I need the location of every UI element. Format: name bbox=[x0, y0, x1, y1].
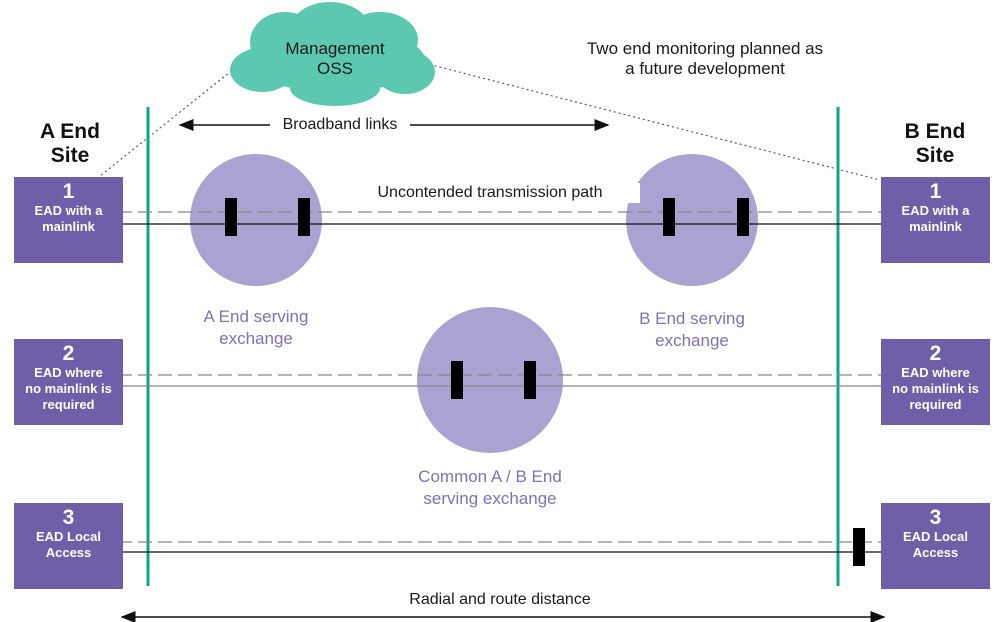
a-site-2: 2 EAD where no mainlink is required bbox=[14, 339, 123, 425]
equipment-block bbox=[298, 198, 310, 236]
common-exchange-circle bbox=[417, 307, 563, 453]
b-site-3: 3 EAD Local Access bbox=[881, 503, 990, 589]
equipment-block bbox=[451, 361, 463, 399]
a-end-exchange-label: A End serving exchange bbox=[203, 307, 309, 348]
common-exchange-label: Common A / B End serving exchange bbox=[418, 467, 562, 508]
oss-link-a-dotted bbox=[99, 51, 256, 177]
a-site-3: 3 EAD Local Access bbox=[14, 503, 123, 589]
b-end-exchange-circle bbox=[626, 154, 758, 286]
a-end-exchange-circle bbox=[190, 154, 322, 286]
b-end-exchange-label: B End serving exchange bbox=[639, 309, 745, 350]
management-oss-label: Management OSS bbox=[285, 39, 385, 78]
broadband-links-label: Broadband links bbox=[275, 115, 405, 135]
equipment-block bbox=[663, 198, 675, 236]
oss-link-b-dotted bbox=[419, 61, 881, 181]
b-site-2: 2 EAD where no mainlink is required bbox=[881, 339, 990, 425]
equipment-block bbox=[524, 361, 536, 399]
equipment-block bbox=[737, 198, 749, 236]
b-site-1: 1 EAD with a mainlink bbox=[881, 177, 990, 263]
a-end-site-title: A End Site bbox=[40, 120, 100, 167]
path-label: Uncontended transmission path bbox=[340, 183, 640, 203]
equipment-block bbox=[853, 528, 865, 566]
distance-label: Radial and route distance bbox=[409, 591, 591, 608]
management-oss-cloud bbox=[230, 2, 435, 106]
future-development-note: Two end monitoring planned as a future d… bbox=[586, 39, 824, 78]
a-site-1: 1 EAD with a mainlink bbox=[14, 177, 123, 263]
b-end-site-title: B End Site bbox=[904, 120, 966, 167]
equipment-block bbox=[225, 198, 237, 236]
